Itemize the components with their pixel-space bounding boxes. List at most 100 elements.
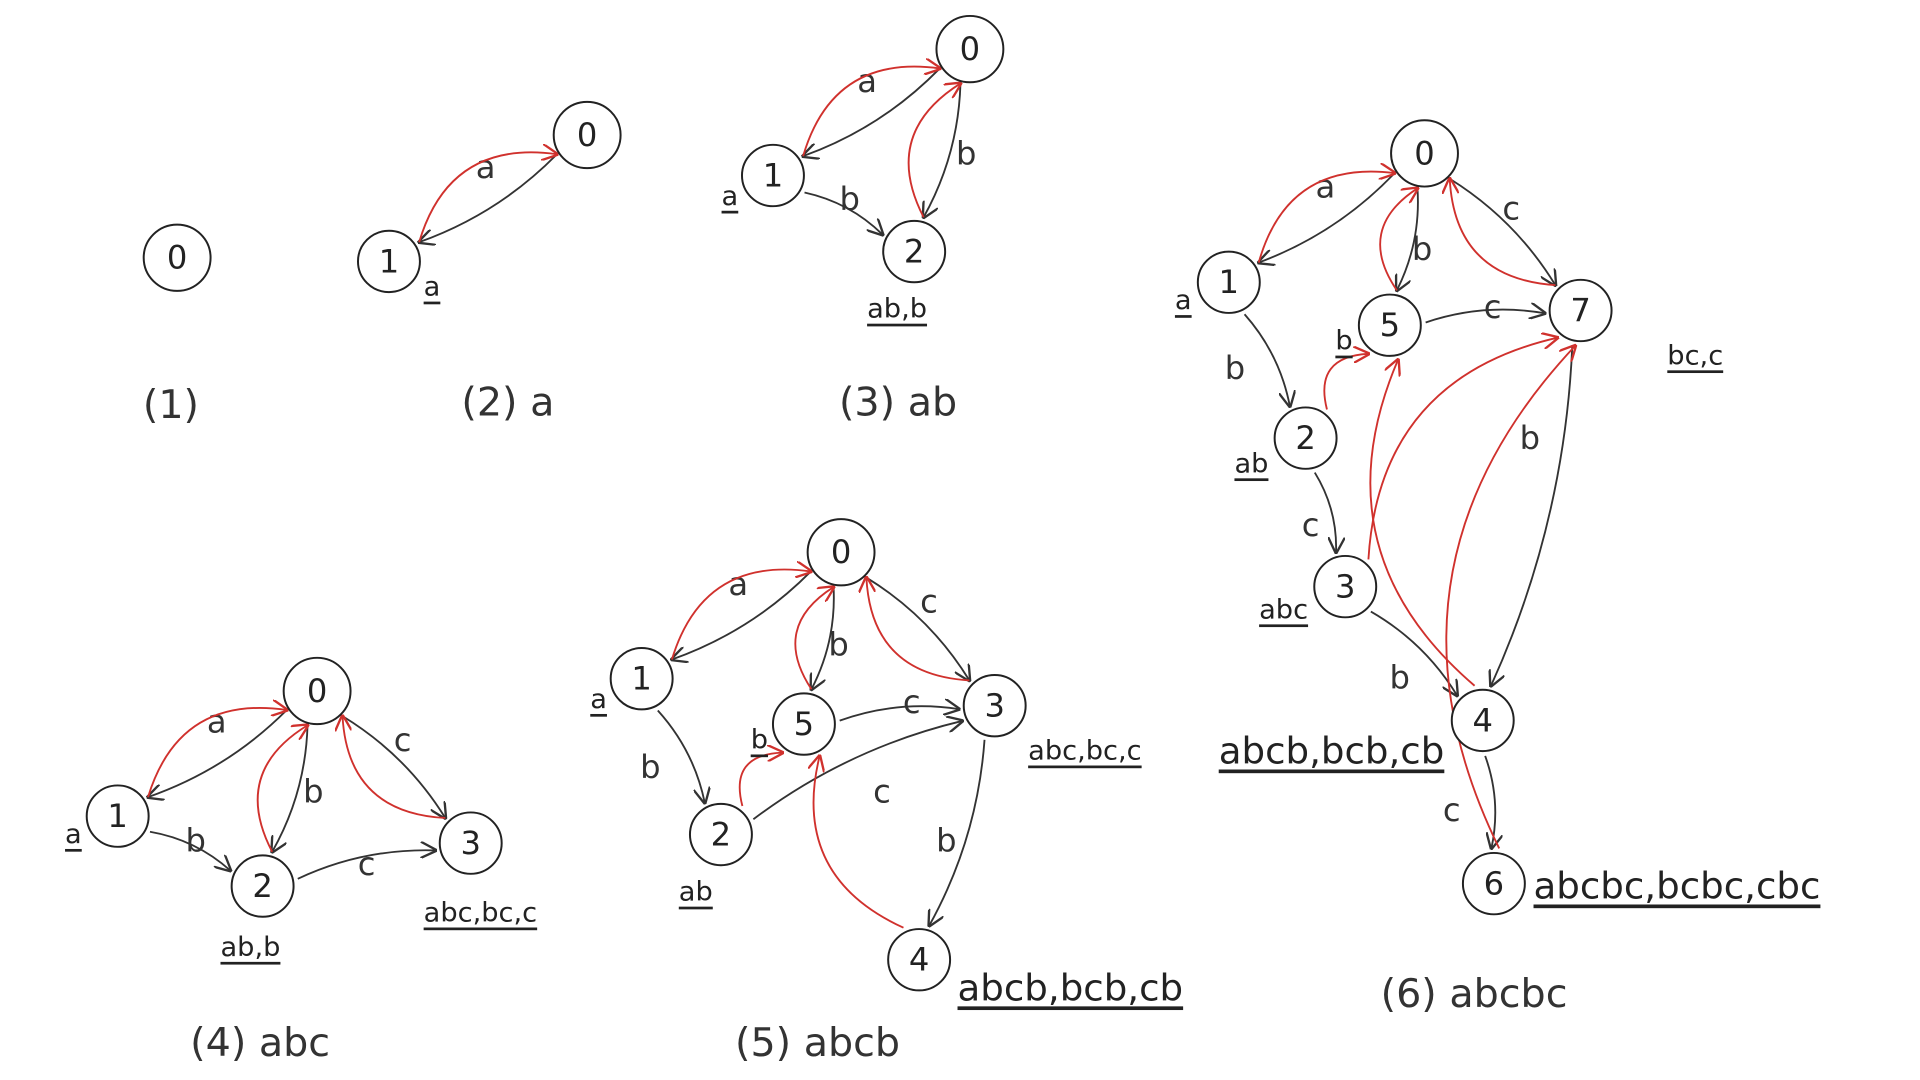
state-circle — [887, 928, 952, 992]
substring-set-label: abcb,bcb,cb — [1219, 730, 1445, 773]
state-node: 1 — [1196, 250, 1261, 314]
state-circle — [230, 854, 295, 918]
suffix-link-arrow — [907, 83, 961, 218]
substring-set-label: abc,bc,c — [424, 898, 538, 929]
state-circle — [1548, 278, 1613, 343]
state-id: 7 — [1570, 292, 1590, 330]
state-id: 0 — [577, 116, 597, 154]
state-id: 2 — [904, 233, 924, 271]
transition-label: b — [1225, 349, 1245, 387]
transition-arrow — [1313, 472, 1336, 553]
state-node: 4 — [887, 928, 952, 992]
state-node: 1 — [356, 229, 421, 294]
state-circle — [1313, 554, 1378, 619]
step-caption: (6) abcbc — [1381, 971, 1568, 1017]
transition-label: b — [936, 822, 956, 860]
transition-arrow — [1449, 177, 1556, 285]
transition-arrow — [1425, 310, 1545, 324]
transition-arrow — [297, 850, 436, 880]
step-caption: (3) ab — [839, 380, 957, 426]
substring-set-label: abc — [1259, 595, 1308, 626]
state-node: 2 — [1273, 406, 1338, 470]
suffix-link-arrow — [866, 578, 970, 682]
transition-label: c — [1302, 506, 1320, 544]
state-circle — [740, 143, 805, 208]
state-id: 0 — [167, 239, 187, 277]
transition-label: b — [303, 773, 323, 811]
transition-label: a — [1316, 168, 1336, 206]
transition-arrow — [752, 721, 962, 821]
state-id: 5 — [1380, 306, 1400, 344]
state-node: 1 — [740, 143, 805, 208]
state-node: 5 — [771, 692, 836, 756]
substring-set-label: a — [590, 684, 607, 715]
transition-arrow — [1370, 610, 1457, 696]
transition-label: b — [1412, 230, 1432, 268]
transition-label: b — [828, 625, 848, 663]
transition-label: b — [1390, 659, 1410, 697]
state-circle — [1450, 688, 1515, 753]
state-id: 0 — [960, 30, 980, 68]
state-circle — [806, 518, 876, 587]
state-circle — [935, 14, 1005, 84]
substring-set-label: abc,bc,c — [1028, 736, 1142, 767]
state-id: 0 — [307, 672, 327, 710]
substring-set-label: a — [424, 272, 441, 303]
state-node: 0 — [1390, 119, 1459, 188]
state-id: 0 — [831, 533, 851, 571]
state-node: 2 — [230, 854, 295, 918]
suffix-link-arrow — [794, 587, 833, 690]
state-node: 3 — [962, 674, 1027, 738]
state-circle — [688, 802, 753, 867]
transition-label: b — [640, 748, 660, 786]
substring-set-label: ab — [679, 877, 713, 908]
state-id: 1 — [763, 157, 783, 195]
transition-arrow — [1491, 345, 1574, 686]
state-circle — [962, 674, 1027, 738]
transition-arrow — [804, 191, 883, 235]
suffix-link-arrow — [802, 67, 940, 157]
suffix-link-arrow — [147, 708, 287, 798]
state-node: 1 — [609, 647, 674, 711]
transition-arrow — [803, 67, 941, 156]
suffix-link-arrow — [1323, 354, 1368, 410]
transition-label: c — [358, 845, 376, 883]
transition-label: a — [857, 62, 877, 100]
transition-arrow — [148, 709, 288, 797]
transition-label: a — [728, 565, 748, 603]
state-node: 3 — [1313, 554, 1378, 619]
state-node: 0 — [806, 518, 876, 587]
transition-arrow — [672, 570, 812, 659]
transition-label: a — [207, 703, 227, 741]
state-node: 0 — [552, 100, 622, 170]
state-circle — [882, 219, 947, 284]
substring-set-label: a — [722, 181, 739, 212]
state-node: 1 — [85, 784, 150, 848]
transition-label: a — [476, 148, 496, 186]
state-id: 1 — [107, 797, 127, 835]
transition-arrow — [1259, 172, 1396, 262]
state-circle — [85, 784, 150, 848]
transition-label: b — [1520, 419, 1540, 457]
suffix-link-arrow — [343, 716, 446, 819]
substring-set-label: abcb,bcb,cb — [958, 967, 1184, 1010]
suffix-link-arrow — [814, 756, 904, 929]
state-circle — [609, 647, 674, 711]
transition-arrow — [149, 830, 230, 871]
state-circle — [356, 229, 421, 294]
state-circle — [1196, 250, 1261, 314]
transition-label: b — [956, 134, 976, 172]
transition-label: c — [1484, 288, 1502, 326]
state-id: 3 — [1335, 568, 1355, 606]
step-caption: (1) — [143, 382, 199, 428]
suffix-link-arrow — [1445, 346, 1575, 849]
transition-arrow — [865, 576, 969, 681]
suffix-link-arrow — [671, 569, 811, 660]
state-id: 2 — [252, 867, 272, 905]
transition-arrow — [839, 706, 959, 722]
step-caption: (4) abc — [190, 1020, 330, 1066]
step-caption: (5) abcb — [735, 1020, 900, 1066]
